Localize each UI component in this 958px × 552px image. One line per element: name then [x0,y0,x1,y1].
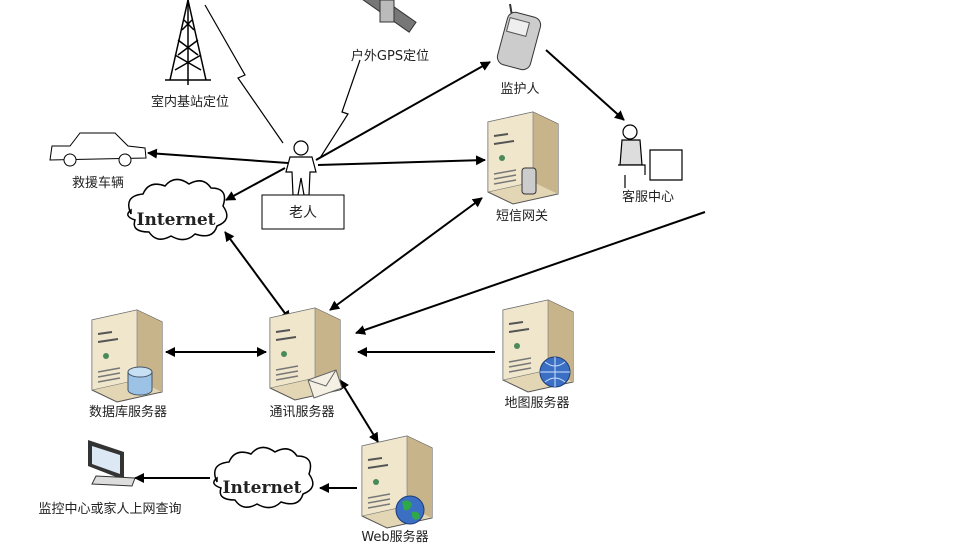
web-server-icon [361,435,433,529]
person-icon [285,140,317,196]
connections [134,49,706,493]
guardian-label: 监护人 [500,82,539,97]
gps-wireless-link [319,59,361,159]
cell-tower-icon [165,0,211,85]
monitor-icon [88,440,136,487]
satellite-icon [359,0,417,33]
customer-service-icon [618,124,683,188]
rescue-vehicle-label: 救援车辆 [72,175,124,191]
sms-gateway-label: 短信网关 [496,209,548,224]
monitor-center-label: 监控中心或家人上网查询 [38,501,181,517]
database-server-icon [91,309,163,403]
map-server-label: 地图服务器 [504,395,569,411]
sms-gateway-server-icon [487,111,559,205]
tower-label: 室内基站定位 [151,94,229,110]
gps-label: 户外GPS定位 [351,48,429,64]
web-server-label: Web服务器 [361,529,428,545]
mobile-phone-icon [496,3,542,71]
map-server-icon [502,299,574,393]
tower-wireless-link [204,4,284,144]
internet-top-label: Internet [137,210,216,230]
elder-box [261,194,345,230]
internet-bottom-label: Internet [223,478,302,498]
comm-server-icon [269,307,343,401]
service-center-label: 客服中心 [622,189,674,205]
comm-server-label: 通讯服务器 [269,404,334,420]
elder-label: 老人 [289,205,317,221]
db-server-label: 数据库服务器 [89,404,167,420]
car-icon [49,132,147,167]
